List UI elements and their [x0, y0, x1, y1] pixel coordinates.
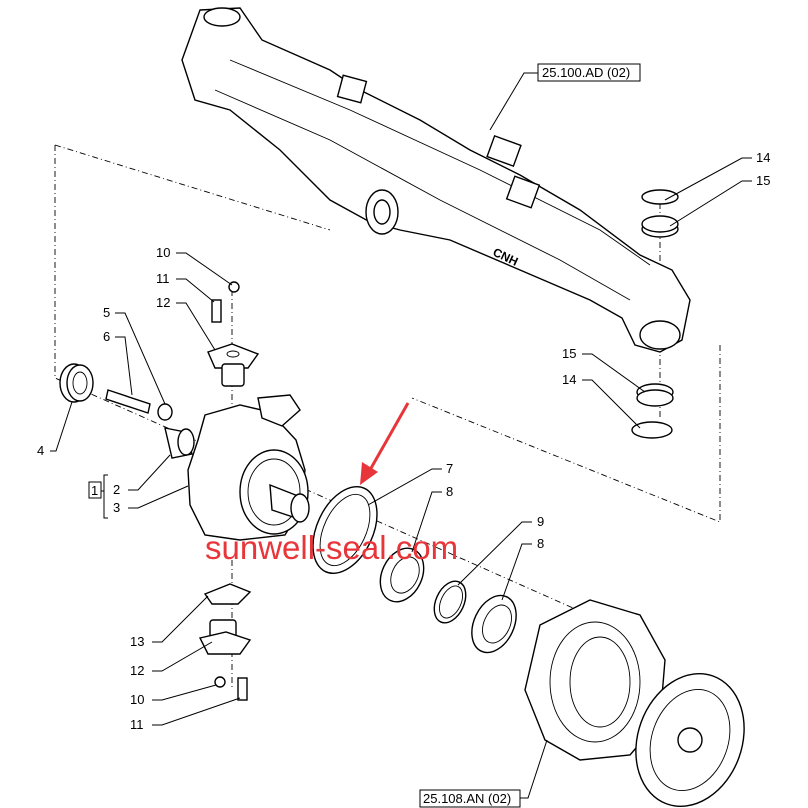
group-box — [88, 481, 102, 499]
leader-lines — [50, 72, 752, 799]
seal-7 — [312, 485, 378, 575]
king-pin-cap-12-bottom — [198, 619, 252, 655]
callout-9: 9 — [537, 514, 544, 529]
callout-10: 10 — [156, 245, 170, 260]
bushing-2 — [164, 427, 195, 459]
reference-axle-housing[interactable]: 25.100.AD (02) — [537, 63, 641, 82]
callout-11: 11 — [156, 271, 170, 286]
callout-7: 7 — [446, 461, 453, 476]
callout-6: 6 — [103, 329, 110, 344]
callout-1: 1 — [91, 483, 98, 498]
callout-8: 8 — [446, 484, 453, 499]
callout-2: 2 — [113, 482, 120, 497]
callout-4: 4 — [37, 443, 44, 458]
callouts: 14 15 15 14 10 11 12 5 6 4 1 2 3 7 8 9 8… — [37, 150, 770, 732]
pin-6-and-nut-5 — [105, 389, 173, 421]
shim-13 — [203, 583, 252, 605]
callout-15: 15 — [756, 173, 770, 188]
grease-fitting-and-bolt-top — [211, 281, 240, 323]
callout-8: 8 — [537, 536, 544, 551]
planetary-carrier-plate — [635, 672, 745, 808]
callout-12: 12 — [156, 295, 170, 310]
callout-5: 5 — [103, 305, 110, 320]
reference-wheel-hub[interactable]: 25.108.AN (02) — [419, 789, 521, 808]
callout-11: 11 — [130, 717, 144, 732]
bearing-8-b — [471, 594, 517, 654]
steering-knuckle-3 — [187, 394, 310, 541]
pivot-seals-upper — [631, 189, 679, 439]
highlight-arrow — [360, 402, 410, 485]
callout-10: 10 — [130, 692, 144, 707]
reference-wheel-hub-label[interactable]: 25.108.AN (02) — [423, 791, 511, 806]
bearing-8-a — [379, 547, 425, 603]
ring-9 — [433, 580, 467, 624]
watermark: sunwell-seal.com — [205, 529, 458, 566]
grease-fitting-and-bolt-bottom — [214, 676, 248, 701]
callout-14: 14 — [756, 150, 770, 165]
callout-12: 12 — [130, 663, 144, 678]
callout-15: 15 — [562, 346, 576, 361]
king-pin-cap-12-top — [207, 343, 260, 387]
reference-axle-housing-label[interactable]: 25.100.AD (02) — [542, 65, 630, 80]
callout-14: 14 — [562, 372, 576, 387]
axle-housing: CNH — [181, 7, 691, 353]
callout-13: 13 — [130, 634, 144, 649]
seal-4 — [59, 363, 94, 403]
callout-3: 3 — [113, 500, 120, 515]
